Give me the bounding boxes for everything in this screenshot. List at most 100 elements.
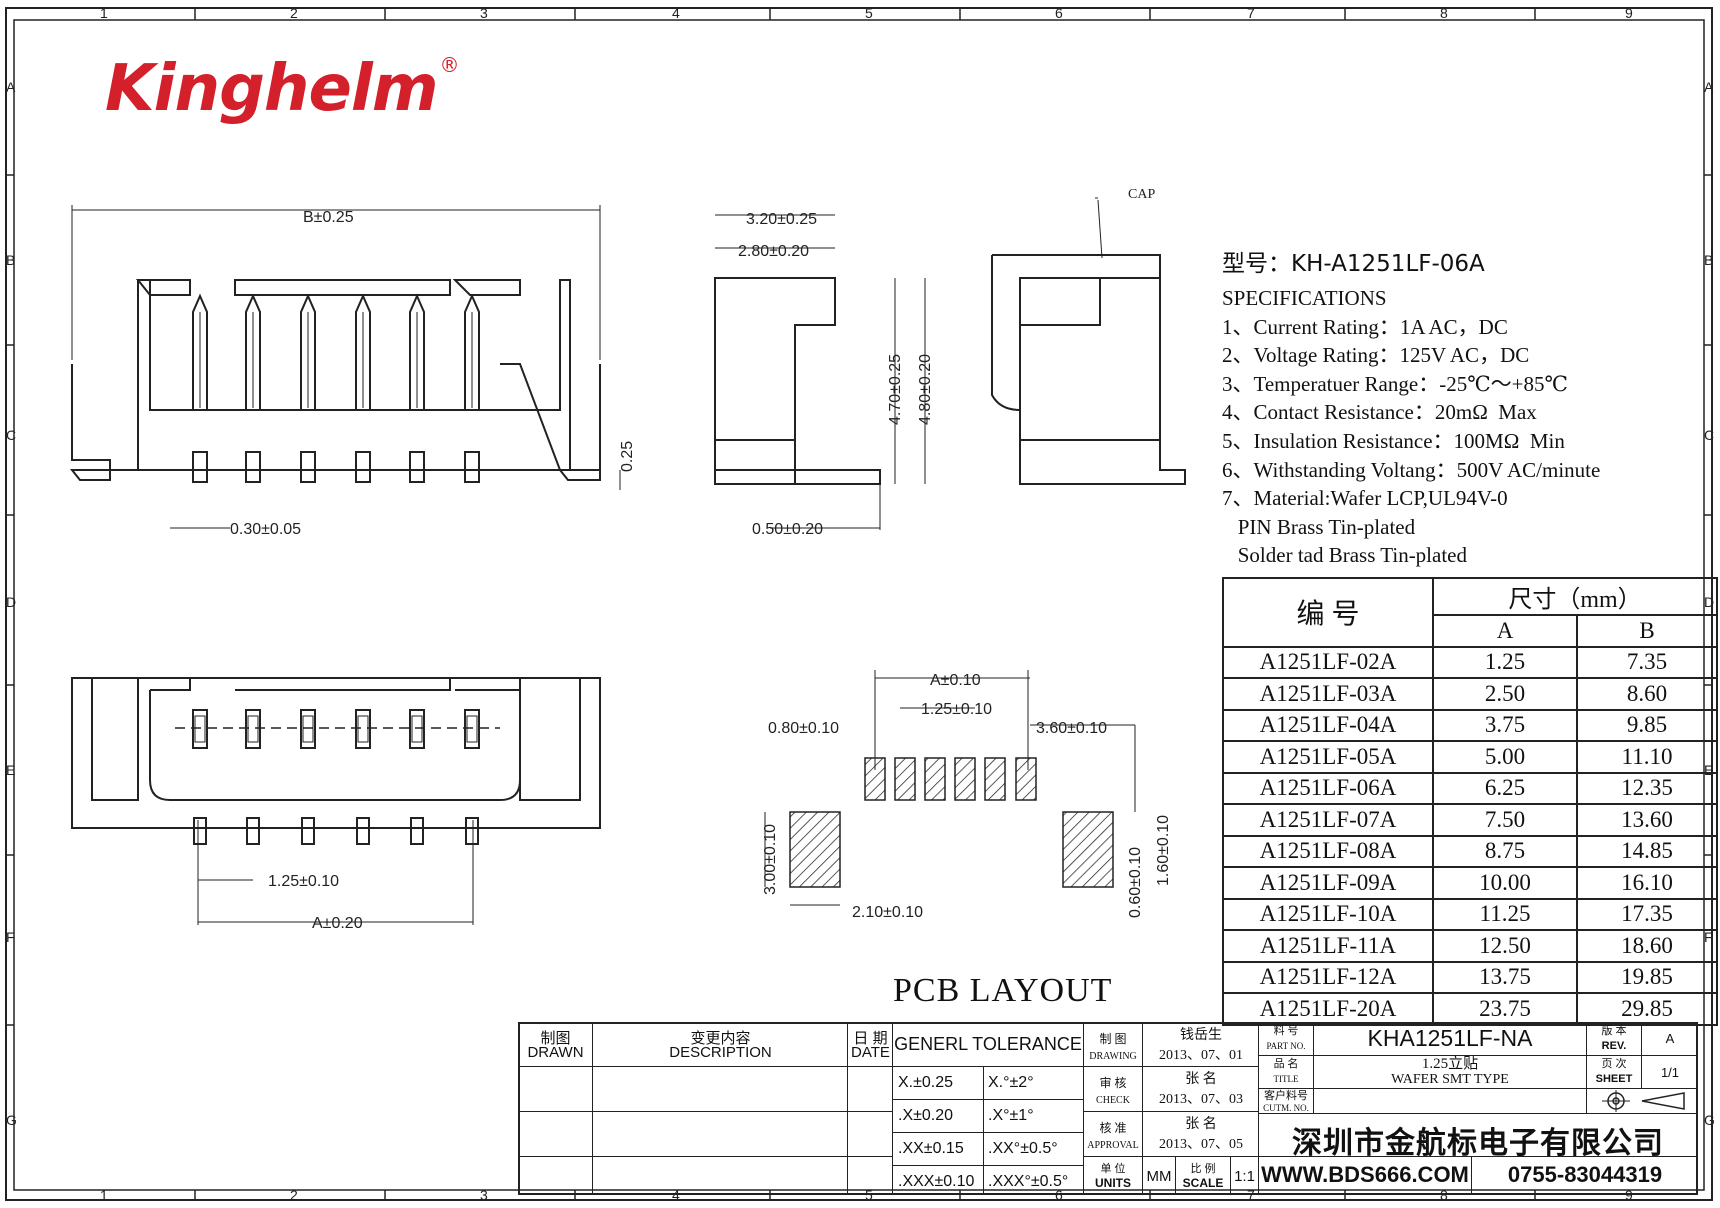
angular-tolerance: .XXX°±0.5° (988, 1173, 1069, 1190)
linear-tolerance: .XX±0.15 (898, 1140, 964, 1157)
dim-b-cell: 9.85 (1576, 708, 1718, 742)
partno-cn: 料 号 (1273, 1025, 1299, 1037)
rev-en: REV. (1601, 1040, 1627, 1052)
drawn-cn: 制图 (540, 1030, 571, 1047)
contact-pin (245, 293, 261, 410)
title-value-cn: 1.25立贴 (1421, 1056, 1479, 1072)
angular-tolerance: X.°±2° (988, 1074, 1034, 1091)
dim-030-label: 0.30±0.05 (230, 521, 301, 538)
title-en: TITLE (1273, 1074, 1299, 1084)
dim-a020-label: A±0.20 (312, 915, 363, 932)
drawing-cn: 制 图 (1099, 1032, 1127, 1046)
spec-line: 3、Temperatuer Range：-25℃～+85℃ (1222, 371, 1569, 396)
drawing-en: DRAWING (1089, 1051, 1137, 1062)
spec-line: Solder tad Brass Tin-plated (1222, 543, 1467, 568)
spec-line: 5、Insulation Resistance：100MΩ Min (1222, 428, 1565, 453)
contact-pin (245, 709, 261, 749)
contact-pin (409, 293, 425, 410)
dim-a-cell: 3.75 (1432, 708, 1578, 742)
zone-col-label: 6 (1055, 1187, 1063, 1203)
dim-a-cell: 11.25 (1432, 897, 1578, 931)
spec-line: 7、Material:Wafer LCP,UL94V-0 (1222, 486, 1508, 511)
approver-date: 2013、07、05 (1159, 1137, 1243, 1152)
zone-col-label: 7 (1247, 5, 1255, 21)
dim-b-cell: 29.85 (1576, 992, 1718, 1026)
zone-col-label: 7 (1247, 1187, 1255, 1203)
approval-cn: 核 准 (1099, 1121, 1127, 1135)
linear-tolerance: .XXX±0.10 (898, 1173, 975, 1190)
scale-cn: 比 例 (1190, 1163, 1216, 1175)
dim-025-label: 0.25 (619, 441, 636, 472)
part-number-cell: A1251LF-11A (1222, 929, 1434, 963)
units-cn: 单 位 (1100, 1163, 1126, 1175)
dim-b-cell: 19.85 (1576, 960, 1718, 994)
model-number: 型号：KH-A1251LF-06A (1222, 251, 1485, 277)
rev-value: A (1665, 1031, 1675, 1046)
date-en: DATE (851, 1044, 890, 1061)
pad-125-label: 1.25±0.10 (921, 701, 992, 718)
zone-row-label: A (6, 79, 16, 95)
approval-en: APPROVAL (1087, 1140, 1139, 1151)
partno-en: PART NO. (1266, 1041, 1306, 1051)
zone-col-label: 3 (480, 1187, 488, 1203)
zone-col-label: 5 (865, 1187, 873, 1203)
tolerance-title: GENERL TOLERANCE (894, 1034, 1082, 1054)
solder-tail (356, 817, 370, 845)
contact-pin (192, 293, 208, 410)
zone-col-label: 2 (290, 5, 298, 21)
dim-a-cell: 13.75 (1432, 960, 1578, 994)
title-value-en: WAFER SMT TYPE (1391, 1072, 1509, 1087)
contact-pin (300, 293, 316, 410)
dim-b-cell: 13.60 (1576, 803, 1718, 837)
dim-280-label: 2.80±0.20 (738, 243, 809, 260)
zone-row-label: C (1704, 427, 1714, 443)
spec-line: 1、Current Rating：1A AC，DC (1222, 314, 1508, 339)
spec-line: PIN Brass Tin-plated (1222, 514, 1416, 539)
zone-col-label: 8 (1440, 5, 1448, 21)
zone-col-label: 4 (672, 5, 680, 21)
pad-080-label: 0.80±0.10 (768, 720, 839, 737)
sheet-cn: 页 次 (1601, 1058, 1627, 1070)
zone-row-label: F (6, 929, 15, 945)
part-number-cell: A1251LF-10A (1222, 897, 1434, 931)
contact-pin (409, 709, 425, 749)
dim-a-cell: 5.00 (1432, 740, 1578, 774)
zone-col-label: 4 (672, 1187, 680, 1203)
zone-row-label: B (6, 252, 15, 268)
dim-a-cell: 8.75 (1432, 834, 1578, 868)
pad-060-label: 0.60±0.10 (1127, 847, 1144, 918)
check-cn: 审 核 (1099, 1076, 1127, 1090)
front-view (69, 205, 601, 483)
contact-pin (192, 709, 208, 749)
pad-300-label: 3.00±0.10 (762, 824, 779, 895)
scale-en: SCALE (1182, 1176, 1224, 1190)
dim-a-cell: 7.50 (1432, 803, 1578, 837)
part-number-cell: A1251LF-06A (1222, 771, 1434, 805)
zone-col-label: 9 (1625, 1187, 1633, 1203)
contact-pin (300, 709, 316, 749)
dim-a-cell: 23.75 (1432, 992, 1578, 1026)
angular-tolerance: .X°±1° (988, 1107, 1034, 1124)
part-number-cell: A1251LF-20A (1222, 992, 1434, 1026)
zone-col-label: 2 (290, 1187, 298, 1203)
dim-a-cell: 2.50 (1432, 677, 1578, 711)
cutm-cn: 客户料号 (1264, 1090, 1308, 1102)
approver-name: 张 名 (1185, 1117, 1217, 1132)
dim-b-cell: 8.60 (1576, 677, 1718, 711)
drawer-date: 2013、07、01 (1159, 1048, 1243, 1063)
contact-pin (355, 709, 371, 749)
dim-b-label: B±0.25 (303, 209, 354, 226)
zone-col-label: 9 (1625, 5, 1633, 21)
solder-tail (193, 817, 207, 845)
spec-line: 6、Withstanding Voltang：500V AC/minute (1222, 457, 1601, 482)
zone-row-label: E (6, 762, 15, 778)
solder-tail (464, 451, 480, 483)
table-head-size: 尺寸（mm） (1432, 577, 1718, 616)
part-number-cell: A1251LF-02A (1222, 645, 1434, 679)
dim-320-label: 3.20±0.25 (746, 211, 817, 228)
